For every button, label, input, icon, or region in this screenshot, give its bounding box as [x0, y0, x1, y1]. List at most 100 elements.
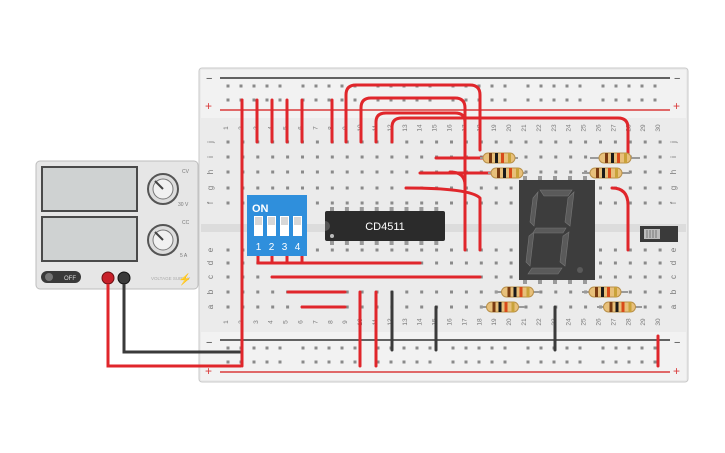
- breadboard-hole[interactable]: [226, 170, 230, 174]
- breadboard-hole[interactable]: [599, 140, 602, 144]
- rail-hole[interactable]: [301, 346, 305, 350]
- rail-hole[interactable]: [226, 346, 230, 350]
- breadboard-hole[interactable]: [390, 186, 394, 190]
- breadboard-hole[interactable]: [658, 290, 662, 294]
- breadboard-hole[interactable]: [584, 155, 588, 159]
- breadboard-hole[interactable]: [643, 305, 647, 309]
- rail-hole[interactable]: [565, 84, 569, 88]
- rail-hole[interactable]: [340, 84, 344, 88]
- rail-hole[interactable]: [265, 346, 269, 350]
- rail-hole[interactable]: [640, 98, 644, 102]
- rail-hole[interactable]: [565, 360, 569, 364]
- breadboard-hole[interactable]: [628, 248, 632, 252]
- breadboard-hole[interactable]: [539, 305, 543, 309]
- rail-hole[interactable]: [526, 346, 530, 350]
- rail-hole[interactable]: [451, 346, 455, 350]
- breadboard-hole[interactable]: [569, 155, 573, 159]
- breadboard-hole[interactable]: [420, 155, 424, 159]
- breadboard-hole[interactable]: [435, 290, 439, 294]
- breadboard-hole[interactable]: [405, 140, 409, 144]
- rail-hole[interactable]: [526, 98, 530, 102]
- breadboard-hole[interactable]: [643, 275, 647, 279]
- breadboard-hole[interactable]: [405, 155, 409, 159]
- breadboard-hole[interactable]: [628, 170, 632, 174]
- rail-hole[interactable]: [601, 346, 605, 350]
- breadboard-hole[interactable]: [509, 186, 513, 190]
- rail-hole[interactable]: [565, 346, 569, 350]
- breadboard-hole[interactable]: [569, 305, 573, 309]
- breadboard-hole[interactable]: [226, 275, 230, 279]
- rail-hole[interactable]: [428, 346, 432, 350]
- power-supply[interactable]: CV CC 30 V 5 A OFF VOLTAGE SUPPLY ⚡: [35, 160, 199, 290]
- rail-hole[interactable]: [539, 346, 543, 350]
- breadboard-hole[interactable]: [643, 155, 647, 159]
- resistor[interactable]: [590, 152, 640, 164]
- breadboard-hole[interactable]: [464, 305, 468, 309]
- breadboard-hole[interactable]: [375, 186, 379, 190]
- breadboard-hole[interactable]: [643, 186, 647, 190]
- breadboard-hole[interactable]: [539, 290, 543, 294]
- rail-hole[interactable]: [353, 360, 357, 364]
- rail-hole[interactable]: [376, 360, 380, 364]
- breadboard-hole[interactable]: [554, 140, 558, 144]
- rail-hole[interactable]: [415, 346, 419, 350]
- breadboard-hole[interactable]: [405, 201, 409, 205]
- breadboard-hole[interactable]: [524, 155, 528, 159]
- breadboard-hole[interactable]: [658, 201, 662, 205]
- breadboard-hole[interactable]: [405, 170, 409, 174]
- breadboard-hole[interactable]: [226, 155, 230, 159]
- rail-hole[interactable]: [451, 98, 455, 102]
- seven-segment-display[interactable]: [519, 176, 595, 284]
- breadboard-hole[interactable]: [509, 140, 513, 144]
- breadboard-hole[interactable]: [360, 290, 364, 294]
- breadboard-hole[interactable]: [584, 305, 588, 309]
- breadboard-hole[interactable]: [315, 201, 319, 205]
- breadboard-hole[interactable]: [330, 170, 334, 174]
- breadboard-hole[interactable]: [450, 305, 453, 309]
- breadboard-hole[interactable]: [360, 201, 364, 205]
- dip-toggle[interactable]: [280, 216, 289, 236]
- breadboard-hole[interactable]: [494, 261, 498, 265]
- rail-hole[interactable]: [265, 360, 269, 364]
- rail-hole[interactable]: [627, 84, 631, 88]
- rail-hole[interactable]: [490, 360, 494, 364]
- breadboard-hole[interactable]: [599, 275, 602, 279]
- breadboard-hole[interactable]: [375, 170, 379, 174]
- rail-hole[interactable]: [314, 98, 318, 102]
- breadboard-hole[interactable]: [450, 140, 453, 144]
- jumper-wire[interactable]: [448, 170, 467, 187]
- breadboard-hole[interactable]: [226, 305, 230, 309]
- breadboard-hole[interactable]: [450, 261, 453, 265]
- breadboard-hole[interactable]: [509, 201, 513, 205]
- breadboard-hole[interactable]: [286, 305, 290, 309]
- breadboard-hole[interactable]: [658, 261, 662, 265]
- breadboard-hole[interactable]: [226, 186, 230, 190]
- rail-hole[interactable]: [314, 84, 318, 88]
- breadboard-hole[interactable]: [658, 248, 662, 252]
- resistor[interactable]: [582, 286, 628, 298]
- breadboard-hole[interactable]: [613, 248, 617, 252]
- rail-hole[interactable]: [376, 346, 380, 350]
- rail-hole[interactable]: [614, 346, 618, 350]
- breadboard-hole[interactable]: [569, 290, 573, 294]
- breadboard-hole[interactable]: [375, 248, 379, 252]
- breadboard-hole[interactable]: [628, 290, 632, 294]
- positive-lead-wire[interactable]: [106, 284, 241, 368]
- rail-hole[interactable]: [552, 360, 556, 364]
- breadboard-hole[interactable]: [450, 186, 453, 190]
- breadboard-hole[interactable]: [420, 261, 424, 265]
- breadboard-hole[interactable]: [256, 290, 260, 294]
- rail-hole[interactable]: [314, 360, 318, 364]
- breadboard-hole[interactable]: [226, 261, 230, 265]
- rail-hole[interactable]: [578, 98, 582, 102]
- rail-hole[interactable]: [477, 346, 481, 350]
- rail-hole[interactable]: [226, 84, 230, 88]
- rail-hole[interactable]: [614, 98, 618, 102]
- breadboard-hole[interactable]: [479, 261, 483, 265]
- breadboard-hole[interactable]: [613, 201, 617, 205]
- rail-hole[interactable]: [539, 98, 543, 102]
- breadboard-hole[interactable]: [315, 155, 319, 159]
- breadboard-hole[interactable]: [494, 201, 498, 205]
- rail-hole[interactable]: [552, 98, 556, 102]
- resistor[interactable]: [597, 301, 642, 313]
